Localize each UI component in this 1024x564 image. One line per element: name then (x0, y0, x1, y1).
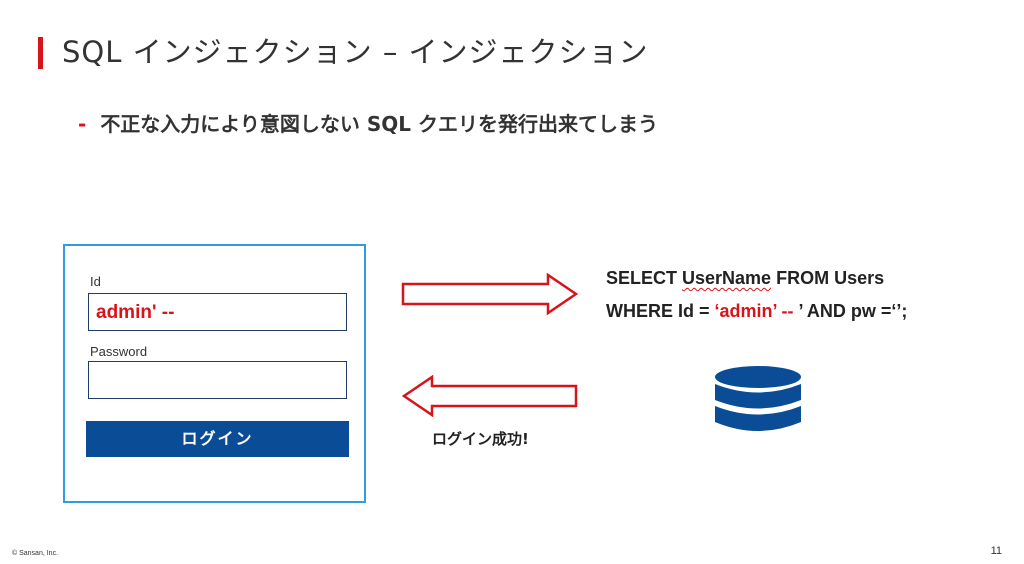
sql-line-2-suffix: ’ AND pw =‘’; (793, 301, 908, 321)
slide-title: SQL インジェクション – インジェクション (62, 35, 649, 69)
bullet-text: 不正な入力により意図しない SQL クエリを発行出来てしまう (100, 112, 658, 136)
sql-column-name: UserName (682, 268, 772, 288)
login-success-label: ログイン成功! (432, 430, 529, 448)
login-button[interactable]: ログイン (86, 421, 349, 457)
login-form: Id admin' -- Password ログイン (63, 244, 366, 503)
footer-copyright: © Sansan, Inc. (12, 550, 59, 557)
sql-query: SELECT UserName FROM Users WHERE Id = ‘a… (606, 262, 907, 328)
sql-line-2: WHERE Id = ‘admin’ -- ’ AND pw =‘’; (606, 295, 907, 328)
sql-line-1: SELECT UserName FROM Users (606, 262, 907, 295)
id-field-label: Id (90, 274, 101, 289)
arrow-left-icon (401, 374, 578, 418)
sql-line-2-prefix: WHERE Id = (606, 301, 715, 321)
sql-line-1-prefix: SELECT (606, 268, 683, 288)
id-input[interactable]: admin' -- (88, 293, 347, 331)
sql-injected-value: ‘admin’ -- (714, 301, 794, 321)
title-accent-bar (38, 37, 43, 69)
sql-line-1-suffix: FROM Users (771, 268, 885, 288)
arrow-right-icon (401, 272, 579, 316)
bullet-item: -不正な入力により意図しない SQL クエリを発行出来てしまう (78, 110, 658, 138)
page-number: 11 (990, 545, 1002, 557)
database-icon (715, 366, 801, 431)
id-input-value: admin' -- (96, 302, 175, 323)
password-input[interactable] (88, 361, 347, 399)
bullet-marker: - (78, 112, 87, 136)
password-field-label: Password (90, 344, 148, 359)
